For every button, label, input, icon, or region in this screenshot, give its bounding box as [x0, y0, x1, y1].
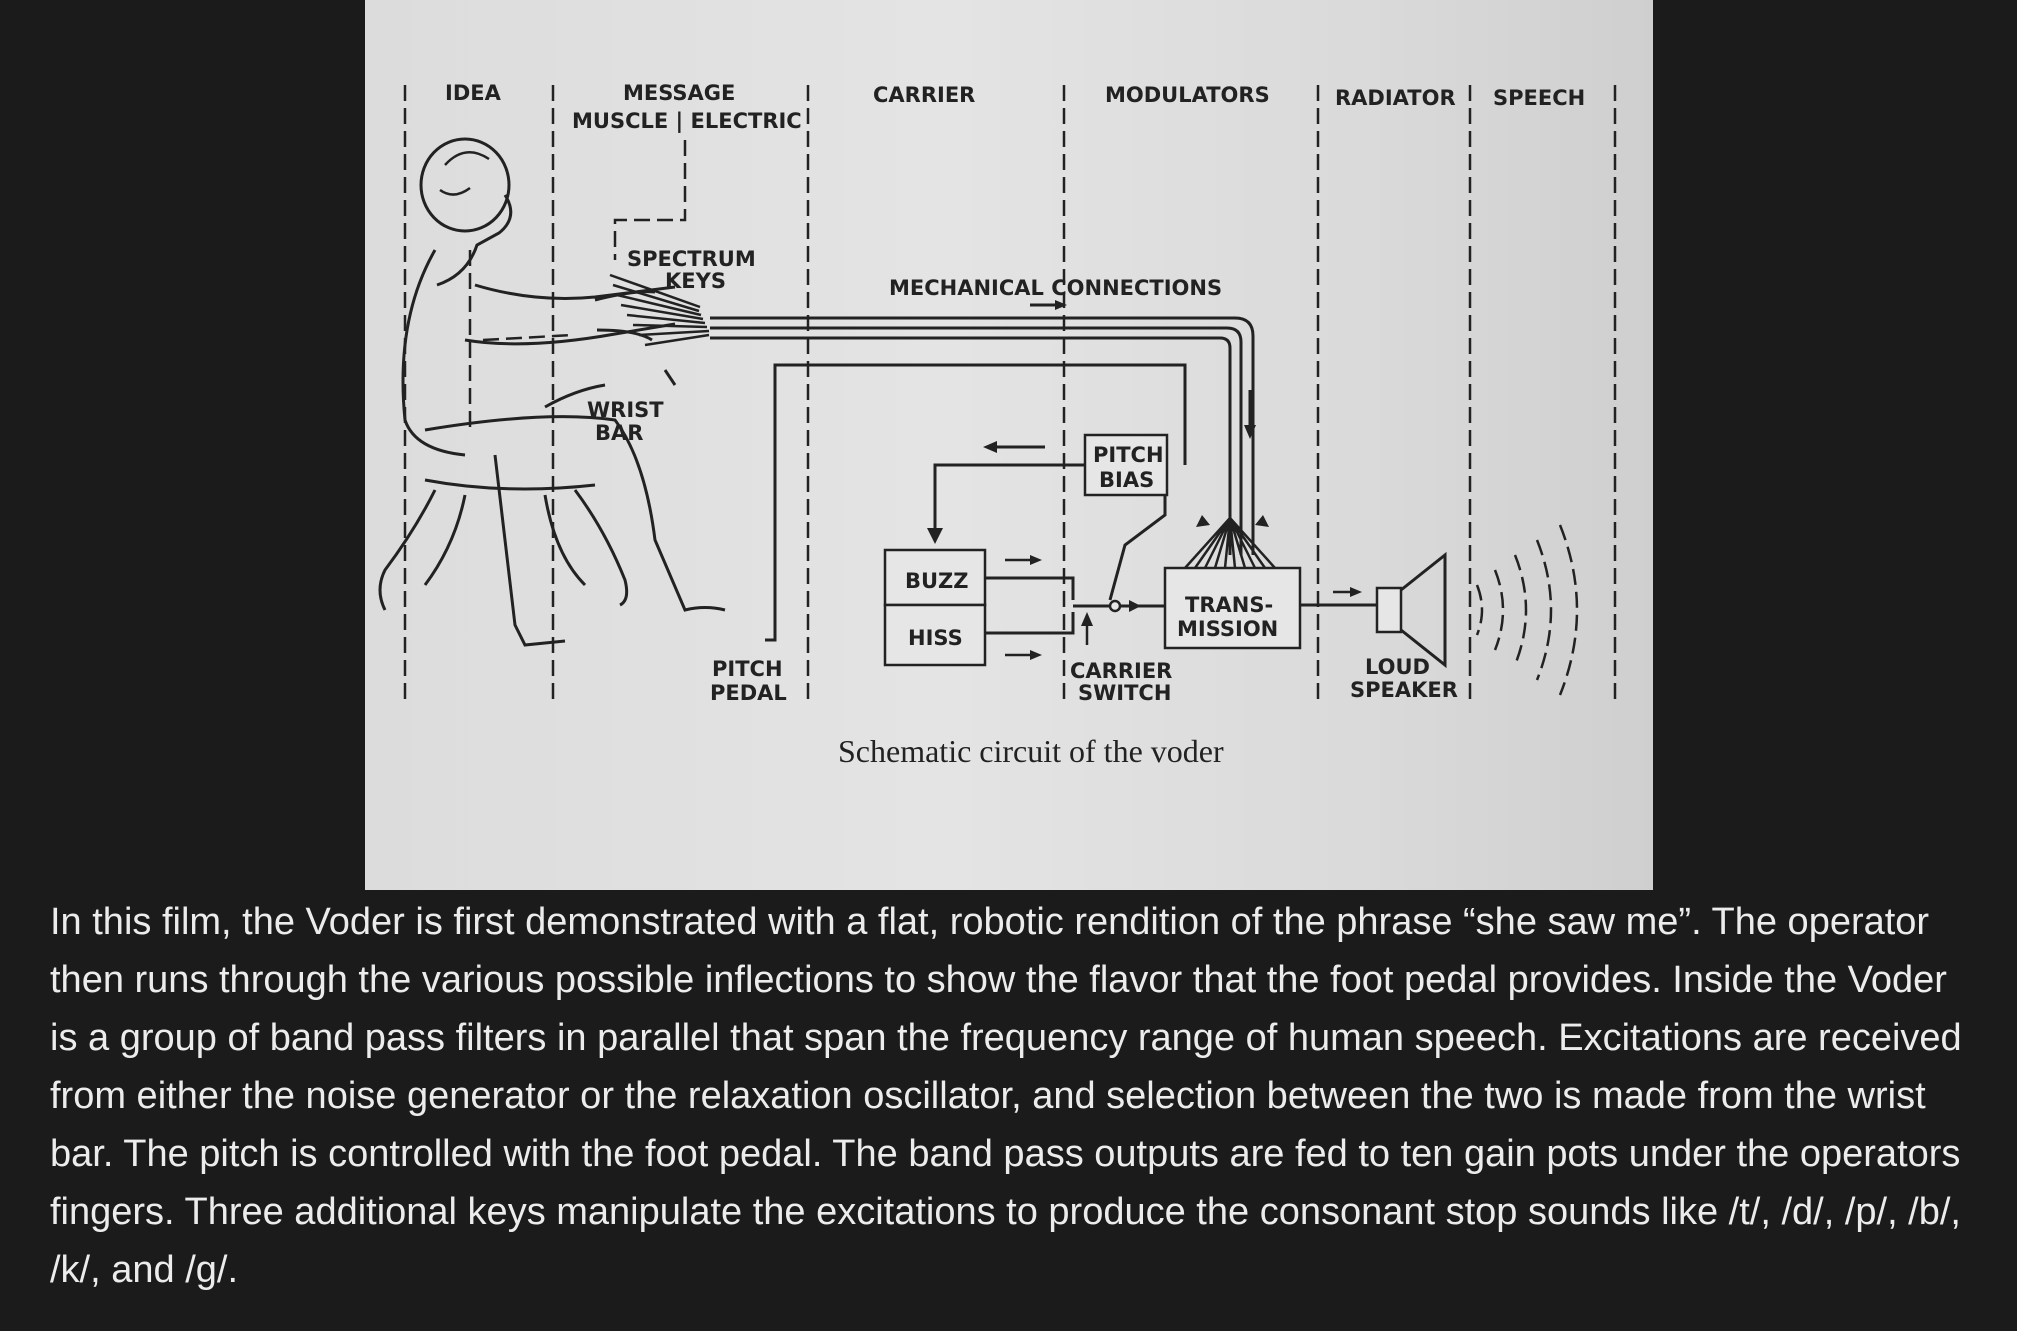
hiss-box	[883, 603, 987, 667]
label-keys: KEYS	[665, 269, 726, 293]
label-radiator: RADIATOR	[1335, 86, 1456, 110]
label-idea: IDEA	[445, 81, 502, 105]
message-path	[613, 140, 687, 260]
label-pitch: PITCH	[1093, 443, 1164, 467]
label-carrier-switch-2: SWITCH	[1078, 681, 1171, 705]
label-bar: BAR	[595, 421, 643, 445]
label-trans: TRANS-	[1185, 593, 1273, 617]
label-wrist: WRIST	[587, 398, 664, 422]
voder-schematic-figure: IDEA MESSAGE MUSCLE | ELECTRIC CARRIER M…	[365, 0, 1653, 890]
hiss-output-line	[985, 612, 1075, 635]
label-spectrum: SPECTRUM	[627, 247, 756, 271]
sound-waves	[1475, 524, 1579, 696]
label-pitch-pedal-1: PITCH	[712, 657, 783, 681]
figure-caption: Schematic circuit of the voder	[838, 733, 1224, 769]
pitch-to-switch-line	[1108, 495, 1167, 601]
pitch-bias-box	[1083, 433, 1169, 497]
label-muscle-electric: MUSCLE | ELECTRIC	[572, 109, 802, 134]
pitch-to-buzz-line	[933, 463, 1085, 530]
label-modulators: MODULATORS	[1105, 83, 1270, 107]
label-pitch-pedal-2: PEDAL	[710, 681, 787, 705]
label-bias: BIAS	[1099, 468, 1154, 492]
wrist-bar-indicator	[544, 369, 677, 409]
voder-schematic-diagram: IDEA MESSAGE MUSCLE | ELECTRIC CARRIER M…	[378, 81, 1617, 769]
label-mechanical-connections: MECHANICAL CONNECTIONS	[889, 276, 1222, 300]
transmission-box	[1163, 566, 1302, 650]
spectrum-keys	[594, 273, 710, 347]
body-paragraph: In this film, the Voder is first demonst…	[50, 901, 1962, 1291]
label-message: MESSAGE	[623, 81, 735, 105]
label-loud: LOUD	[1365, 655, 1430, 679]
label-carrier-switch-1: CARRIER	[1070, 659, 1172, 683]
label-speaker: SPEAKER	[1350, 678, 1458, 702]
operator-figure	[378, 137, 726, 647]
pitch-pedal-line	[765, 363, 1187, 642]
label-mission: MISSION	[1177, 617, 1278, 641]
buzz-output-line	[985, 576, 1075, 600]
label-hiss: HISS	[908, 626, 963, 650]
loudspeaker	[1300, 551, 1447, 669]
carrier-switch	[1073, 599, 1165, 645]
mechanical-connections-bus	[710, 300, 1256, 555]
label-speech: SPEECH	[1493, 86, 1585, 110]
transmission-fan	[1184, 515, 1276, 569]
label-carrier: CARRIER	[873, 83, 975, 107]
column-dividers	[403, 85, 1617, 700]
label-buzz: BUZZ	[905, 569, 969, 593]
